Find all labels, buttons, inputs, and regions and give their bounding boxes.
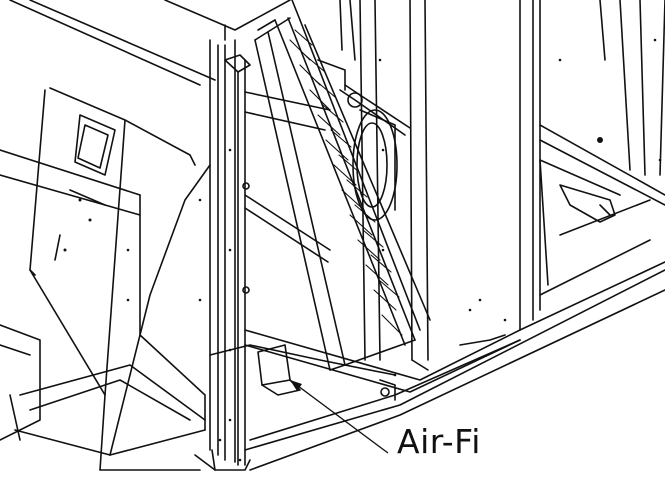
right-cabinet — [519, 0, 665, 331]
bottom-edge — [99, 454, 216, 471]
fan-motor — [317, 0, 411, 221]
left-rails — [0, 149, 141, 441]
lower-flap — [9, 164, 211, 456]
callout-arrowhead — [290, 380, 302, 391]
right-rail — [559, 199, 651, 236]
housing-top — [9, 0, 301, 86]
frame-posts — [209, 39, 251, 471]
callout-leader-line — [289, 379, 389, 454]
fasteners — [63, 38, 662, 462]
access-door — [29, 87, 196, 471]
divider-panel — [359, 0, 429, 371]
coil-assembly — [254, 17, 431, 371]
callout-label-air-fi: Air-Fi — [397, 422, 481, 461]
floor-base — [244, 269, 665, 471]
